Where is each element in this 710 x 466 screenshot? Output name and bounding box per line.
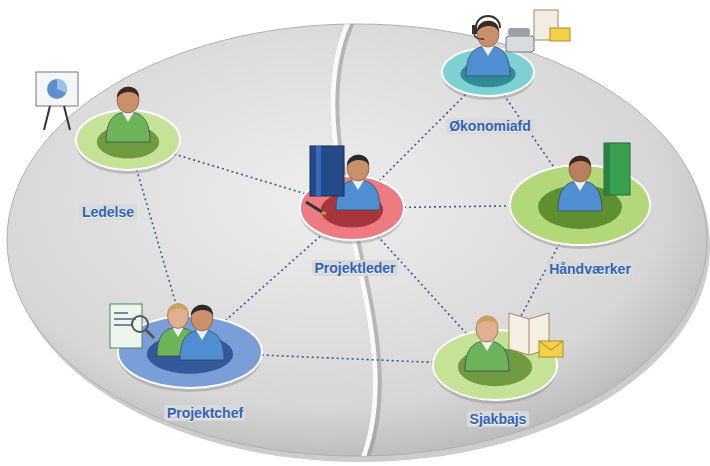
- presentation-board-icon: [36, 72, 78, 130]
- dotted-connector: [379, 93, 466, 180]
- dotted-connector: [377, 236, 466, 334]
- dotted-connector: [404, 206, 510, 207]
- role-disc: [295, 131, 409, 280]
- dotted-connector: [225, 234, 322, 320]
- role-disc: [113, 271, 267, 425]
- person-icon: [106, 87, 150, 142]
- folder-icon: [604, 143, 630, 195]
- book-envelope-icon: [509, 313, 563, 357]
- person-icon: [180, 305, 224, 360]
- role-label: Sjakbajs: [467, 411, 530, 427]
- role-node: Projektchef: [113, 271, 267, 425]
- headset-phone-icon: [472, 10, 570, 52]
- book-icon: [306, 146, 344, 214]
- role-disc: [505, 120, 655, 281]
- role-label: Projektleder: [312, 260, 399, 276]
- region: [7, 24, 707, 456]
- role-label: Projektchef: [164, 405, 246, 421]
- person-icon: [466, 21, 510, 76]
- dotted-connector: [262, 355, 433, 362]
- person-icon: [465, 316, 509, 371]
- role-node: Projektleder: [295, 131, 409, 280]
- role-disc: [71, 65, 185, 224]
- role-disc: [428, 285, 562, 431]
- role-node: Håndværker: [505, 120, 655, 281]
- role-label: Økonomiafd: [446, 118, 534, 134]
- role-node: Ledelse: [71, 65, 185, 224]
- role-label: Håndværker: [546, 261, 634, 277]
- dotted-connector: [174, 154, 305, 194]
- role-label: Ledelse: [79, 204, 137, 220]
- document-magnifier-icon: [110, 304, 154, 348]
- role-node: Sjakbajs: [428, 285, 562, 431]
- role-node: Økonomiafd: [437, 3, 539, 138]
- dotted-connector: [137, 170, 180, 317]
- person-icon: [558, 156, 602, 211]
